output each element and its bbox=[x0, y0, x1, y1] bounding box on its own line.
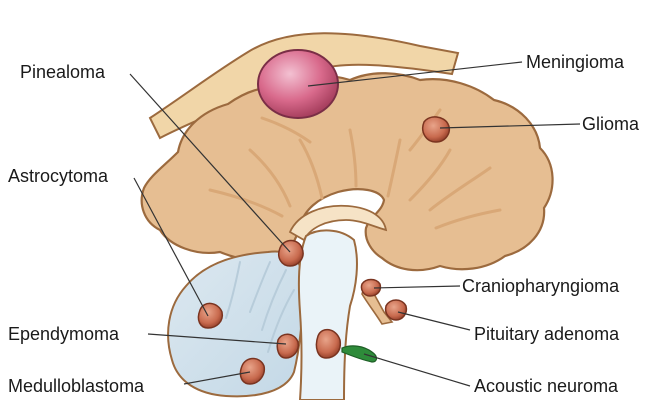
label-ependymoma: Ependymoma bbox=[8, 324, 120, 344]
label-craniopharyngioma: Craniopharyngioma bbox=[462, 276, 620, 296]
label-astrocytoma: Astrocytoma bbox=[8, 166, 109, 186]
pituitary-adenoma-tumor bbox=[386, 300, 407, 320]
glioma-tumor bbox=[423, 117, 450, 142]
label-acoustic-neuroma: Acoustic neuroma bbox=[474, 376, 619, 396]
astrocytoma-tumor bbox=[198, 303, 222, 328]
label-glioma: Glioma bbox=[582, 114, 640, 134]
leader-pituitary-adenoma bbox=[398, 312, 470, 330]
brainstem bbox=[299, 230, 357, 400]
label-meningioma: Meningioma bbox=[526, 52, 625, 72]
leader-craniopharyngioma bbox=[374, 286, 460, 288]
label-medulloblastoma: Medulloblastoma bbox=[8, 376, 145, 396]
leader-acoustic-neuroma bbox=[364, 354, 470, 386]
label-pituitary-adenoma: Pituitary adenoma bbox=[474, 324, 620, 344]
label-pinealoma: Pinealoma bbox=[20, 62, 106, 82]
acoustic-neuroma-tumor bbox=[342, 346, 377, 362]
ependymoma-tumor bbox=[277, 334, 298, 358]
brainstem-tumor bbox=[316, 330, 340, 358]
